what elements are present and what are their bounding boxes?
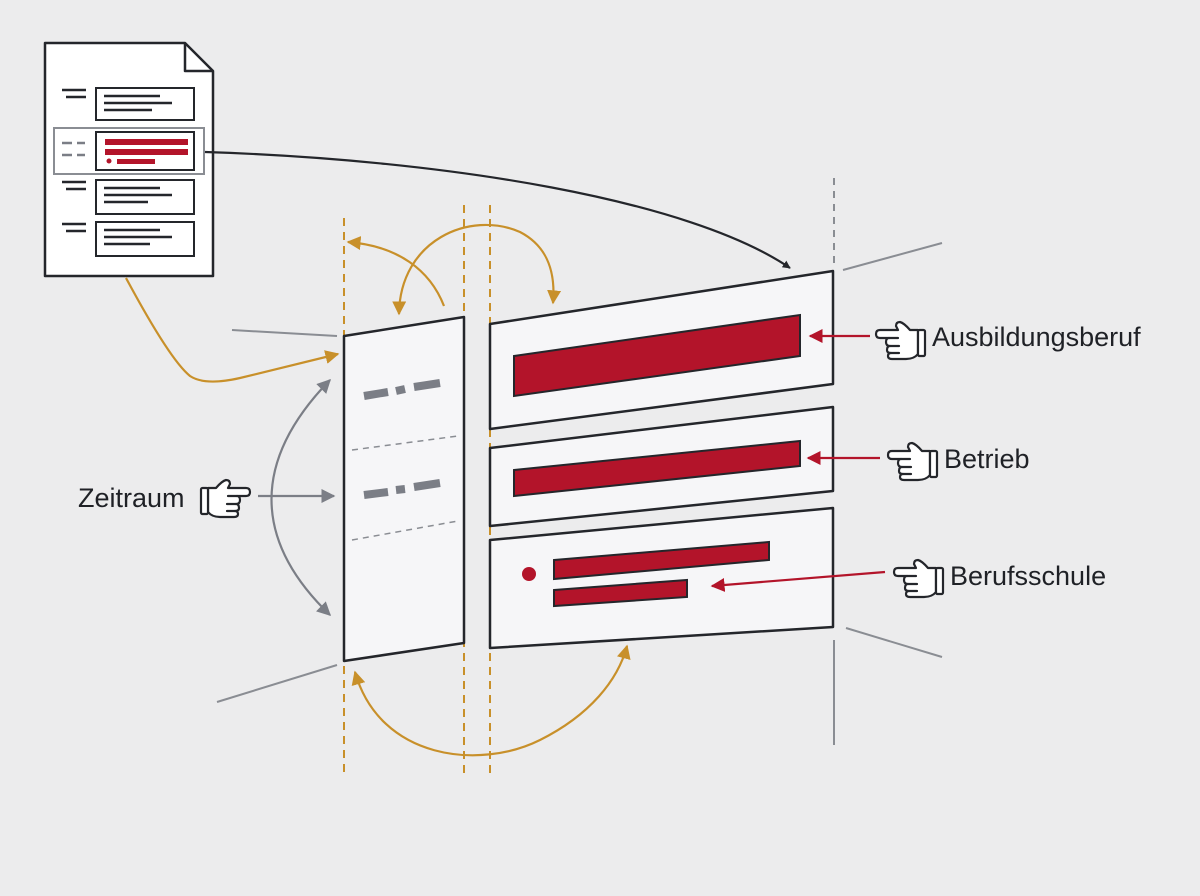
label-text-betrieb: Betrieb <box>944 444 1030 474</box>
pointing-hand-icon <box>874 320 927 361</box>
field-panel-berufsschule <box>488 506 835 650</box>
perspective-guides <box>216 178 943 745</box>
label-text-ausbildungsberuf: Ausbildungsberuf <box>932 322 1141 352</box>
swap-arrow-bottom <box>351 644 631 757</box>
document-to-timeline-arrow <box>125 277 340 383</box>
swap-arrows-top <box>346 223 562 316</box>
pointing-hand-icon <box>199 478 252 519</box>
label-berufsschule: Berufsschule <box>892 558 1106 599</box>
field-panel-betrieb <box>488 405 835 528</box>
zeitraum-arrows <box>258 378 336 616</box>
pointing-hand-icon <box>892 558 945 599</box>
label-arrows <box>710 329 886 592</box>
field-panel-ausbildungsberuf <box>488 269 835 431</box>
document-to-panel-arrow <box>204 150 791 269</box>
label-betrieb: Betrieb <box>886 441 1030 482</box>
label-text-berufsschule: Berufsschule <box>950 561 1106 591</box>
label-text-zeitraum: Zeitraum <box>78 483 185 513</box>
pointing-hand-icon <box>886 441 939 482</box>
label-zeitraum: Zeitraum <box>78 478 252 519</box>
zeitraum-column <box>342 315 466 663</box>
document-icon <box>43 41 215 278</box>
label-ausbildungsberuf: Ausbildungsberuf <box>874 320 1141 361</box>
